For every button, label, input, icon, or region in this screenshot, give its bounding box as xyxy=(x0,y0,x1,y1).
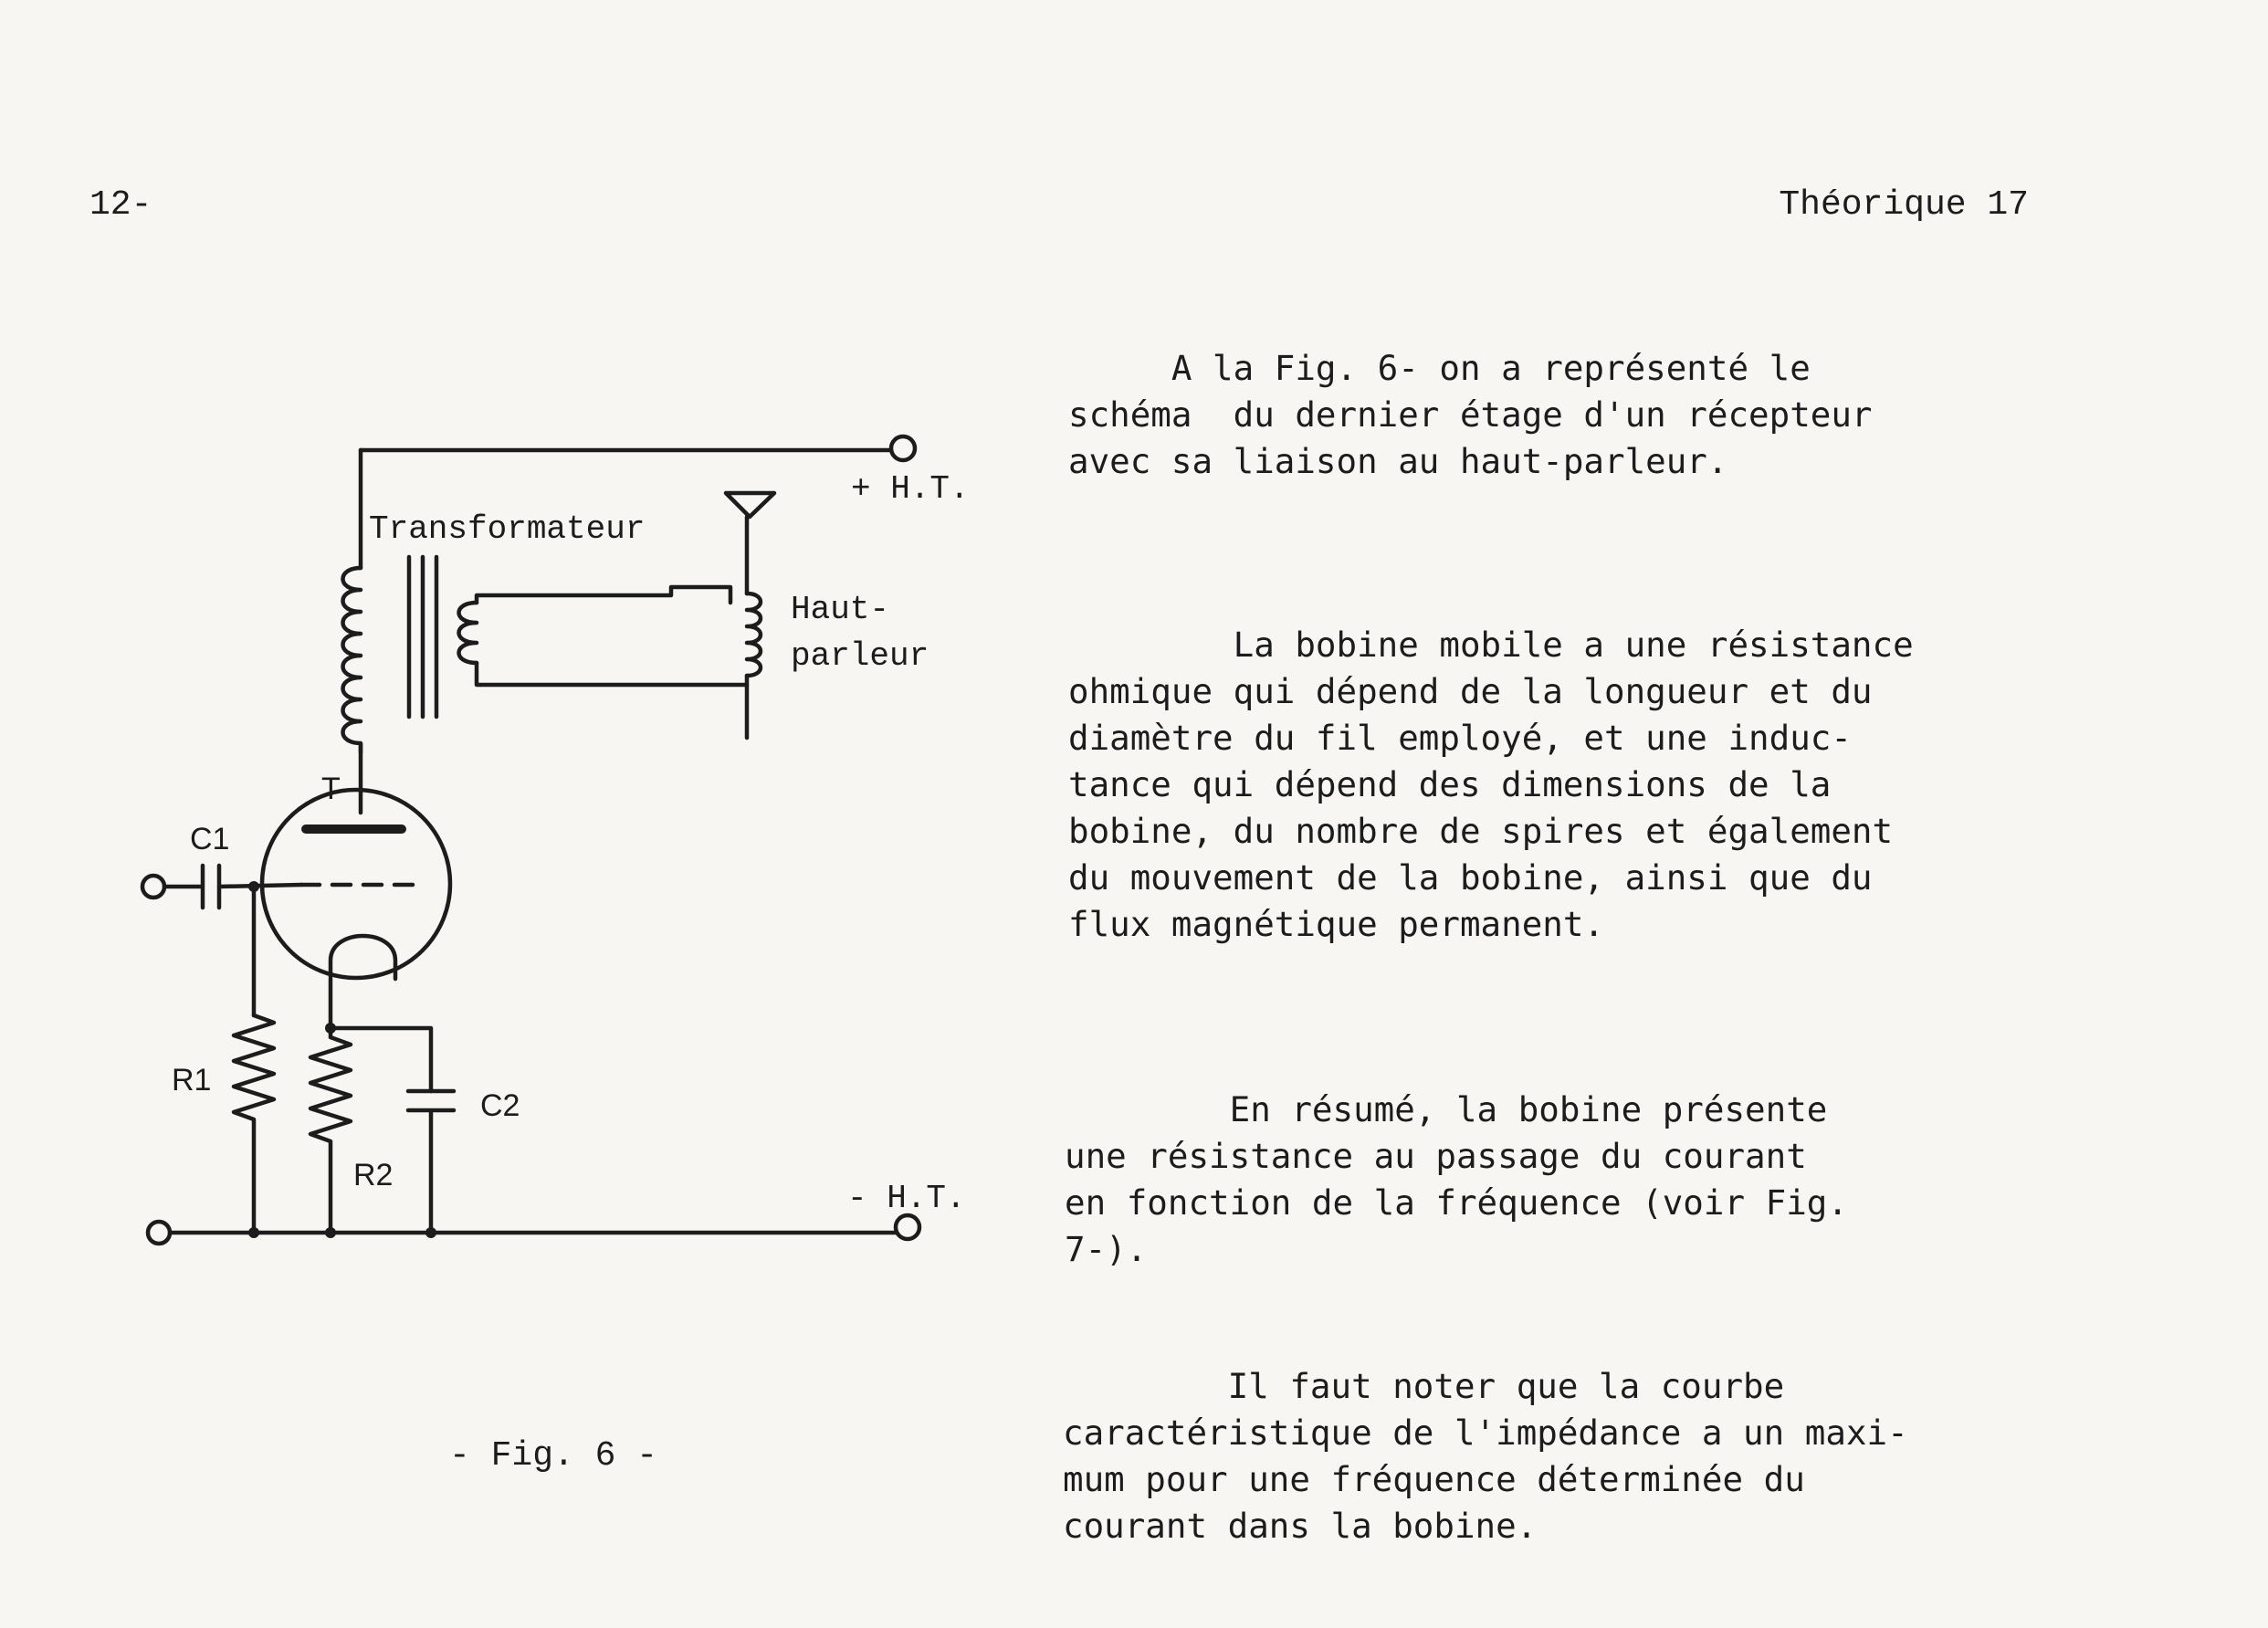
transformer-core xyxy=(406,554,439,719)
junction-r1 xyxy=(248,1227,259,1238)
label-plus-ht: + H.T. xyxy=(851,470,970,508)
junction-r2 xyxy=(325,1227,336,1238)
text-line: avec sa liaison au haut-parleur. xyxy=(1068,441,1728,481)
text-line: En résumé, la bobine présente xyxy=(1065,1089,1828,1129)
text-line: La bobine mobile a une résistance xyxy=(1068,625,1914,665)
text-line: Il faut noter que la courbe xyxy=(1063,1366,1785,1406)
text-line: tance qui dépend des dimensions de la xyxy=(1068,764,1832,804)
speaker-coil xyxy=(744,591,763,678)
label-c2: C2 xyxy=(480,1088,520,1123)
text-line: une résistance au passage du courant xyxy=(1065,1136,1807,1176)
text-line: diamètre du fil employé, et une induc- xyxy=(1068,718,1852,758)
text-line: A la Fig. 6- on a représenté le xyxy=(1068,348,1811,388)
text-line: bobine, du nombre de spires et également xyxy=(1068,811,1894,851)
paragraph-intro: A la Fig. 6- on a représenté le schéma d… xyxy=(1068,345,1873,485)
resistor-r2 xyxy=(308,1025,353,1235)
text-line: courant dans la bobine. xyxy=(1063,1506,1538,1546)
text-line: mum pour une fréquence déterminée du xyxy=(1063,1459,1805,1499)
terminal-minus-ht xyxy=(893,1213,922,1242)
text-line: ohmique qui dépend de la longueur et du xyxy=(1068,671,1873,711)
text-line: flux magnétique permanent. xyxy=(1068,904,1604,944)
label-transformer: Transformateur xyxy=(369,510,645,548)
label-r2: R2 xyxy=(353,1158,393,1192)
text-line: du mouvement de la bobine, ainsi que du xyxy=(1068,857,1873,898)
text-line: caractéristique de l'impédance a un maxi… xyxy=(1063,1413,1908,1453)
speaker-antenna xyxy=(723,490,777,520)
primary-coil xyxy=(341,565,363,755)
terminal-plus-ht xyxy=(888,434,918,463)
label-c1: C1 xyxy=(190,822,229,856)
text-line: schéma du dernier étage d'un récepteur xyxy=(1068,394,1873,435)
label-minus-ht: - H.T. xyxy=(847,1180,966,1217)
figure-caption: - Fig. 6 - xyxy=(449,1436,658,1476)
junction-grid xyxy=(248,881,259,892)
text-line: en fonction de la fréquence (voir Fig. xyxy=(1065,1182,1848,1223)
paragraph-resume: En résumé, la bobine présente une résist… xyxy=(1065,1087,1848,1273)
paragraph-impedance: Il faut noter que la courbe caractéristi… xyxy=(1063,1363,1908,1549)
label-r1: R1 xyxy=(172,1063,211,1098)
label-speaker-2: parleur xyxy=(791,637,929,675)
terminal-ground xyxy=(145,1219,173,1246)
junction-c2 xyxy=(425,1227,436,1238)
label-tube: T xyxy=(321,772,341,806)
capacitor-c1 xyxy=(200,863,222,910)
secondary-coil xyxy=(457,600,479,666)
section-title: Théorique 17 xyxy=(1779,185,2029,225)
junction-cathode xyxy=(325,1023,336,1034)
secondary-loop xyxy=(474,584,750,688)
wire-grid xyxy=(216,882,304,889)
resistor-r1 xyxy=(231,1013,277,1235)
capacitor-c2 xyxy=(405,1088,457,1235)
paragraph-bobine: La bobine mobile a une résistance ohmiqu… xyxy=(1068,622,1914,948)
terminal-input xyxy=(140,873,167,900)
wire-cathode xyxy=(328,976,434,1094)
text-line: 7-). xyxy=(1065,1229,1148,1269)
page-number: 12- xyxy=(89,185,152,225)
tube-cathode xyxy=(328,933,398,982)
label-speaker-1: Haut- xyxy=(791,591,889,628)
